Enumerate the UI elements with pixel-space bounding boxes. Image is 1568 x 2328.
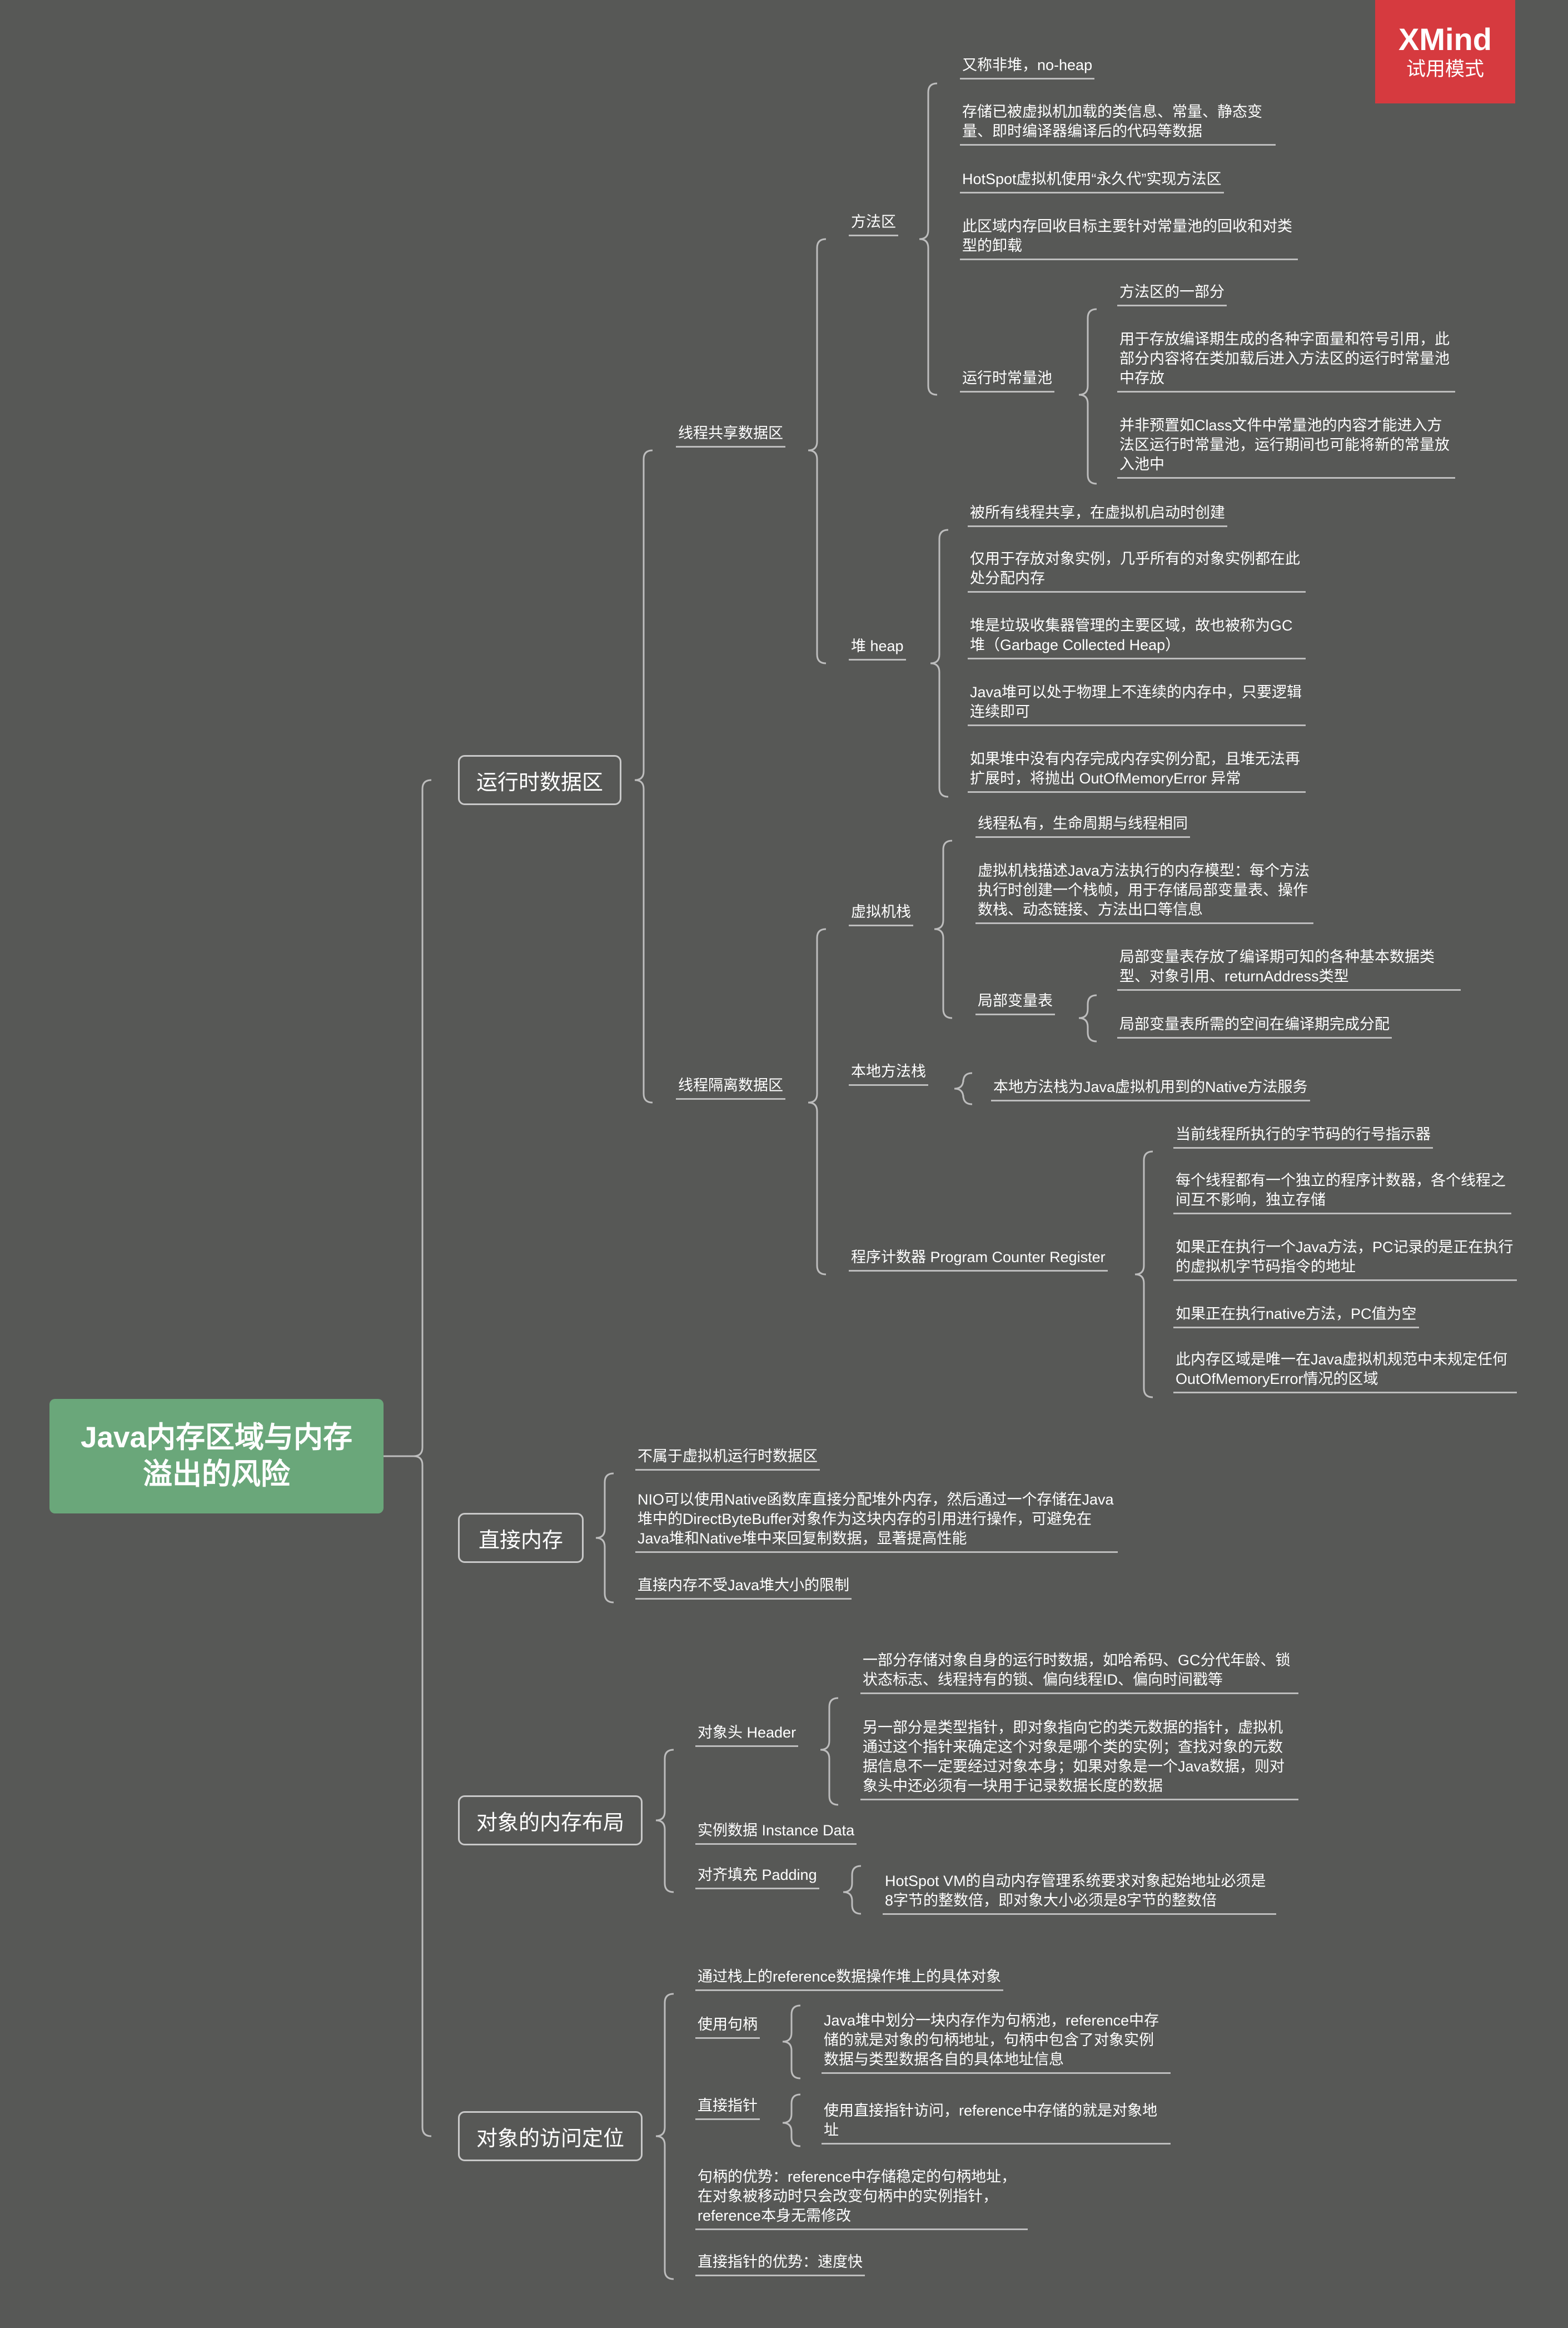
topic-handle[interactable]: 使用句柄	[695, 2015, 760, 2039]
topic-native-method-stack[interactable]: 本地方法栈	[849, 1062, 928, 1086]
bracket-connector	[820, 1697, 839, 1806]
leaf[interactable]: 局部变量表存放了编译期可知的各种基本数据类型、对象引用、returnAddres…	[1117, 947, 1461, 991]
xmind-logo: XMind	[1398, 22, 1492, 57]
leaf[interactable]: 当前线程所执行的字节码的行号指示器	[1173, 1125, 1433, 1149]
leaf[interactable]: NIO可以使用Native函数库直接分配堆外内存，然后通过一个存储在Java堆中…	[635, 1490, 1118, 1553]
leaf[interactable]: 此区域内存回收目标主要针对常量池的回收和对类型的卸载	[960, 217, 1298, 260]
leaf[interactable]: Java堆可以处于物理上不连续的内存中，只要逻辑连续即可	[968, 683, 1306, 726]
leaf[interactable]: 此内存区域是唯一在Java虚拟机规范中未规定任何OutOfMemoryError…	[1173, 1350, 1517, 1393]
topic-direct-memory[interactable]: 直接内存	[458, 1513, 584, 1563]
trial-mode-label: 试用模式	[1406, 58, 1484, 80]
bracket-connector	[655, 1993, 674, 2280]
bracket-connector	[413, 779, 432, 2137]
bracket-connector	[954, 1072, 973, 1105]
topic-padding[interactable]: 对齐填充 Padding	[695, 1865, 819, 1889]
leaf-access-intro[interactable]: 通过栈上的reference数据操作堆上的具体对象	[695, 1967, 1004, 1991]
leaf[interactable]: 仅用于存放对象实例，几乎所有的对象实例都在此处分配内存	[968, 549, 1306, 593]
topic-method-area[interactable]: 方法区	[849, 212, 898, 236]
leaf[interactable]: 另一部分是类型指针，即对象指向它的类元数据的指针，虚拟机通过这个指针来确定这个对…	[860, 1718, 1298, 1800]
bracket-connector	[808, 928, 827, 1275]
leaf[interactable]: 如果正在执行native方法，PC值为空	[1173, 1304, 1419, 1328]
leaf-handle-advantage[interactable]: 句柄的优势：reference中存储稳定的句柄地址，在对象被移动时只会改变句柄中…	[695, 2167, 1028, 2230]
bracket-connector	[808, 238, 827, 664]
leaf[interactable]: 方法区的一部分	[1117, 282, 1227, 306]
bracket-connector	[934, 840, 953, 1019]
topic-vm-stack[interactable]: 虚拟机栈	[849, 902, 913, 926]
topic-object-access[interactable]: 对象的访问定位	[458, 2111, 643, 2161]
bracket-connector	[930, 529, 949, 798]
bracket-connector	[655, 1749, 674, 1893]
leaf[interactable]: 用于存放编译期生成的各种字面量和符号引用，此部分内容将在类加载后进入方法区的运行…	[1117, 330, 1455, 393]
bracket-connector	[595, 1472, 614, 1604]
xmind-trial-badge: XMind 试用模式	[1375, 0, 1515, 103]
leaf[interactable]: 如果堆中没有内存完成内存实例分配，且堆无法再扩展时，将抛出 OutOfMemor…	[968, 749, 1306, 793]
leaf[interactable]: 并非预置如Class文件中常量池的内容才能进入方法区运行时常量池，运行期间也可能…	[1117, 416, 1455, 479]
topic-thread-shared[interactable]: 线程共享数据区	[676, 424, 785, 448]
bracket-connector	[634, 449, 653, 1104]
topic-program-counter[interactable]: 程序计数器 Program Counter Register	[849, 1248, 1108, 1272]
leaf[interactable]: HotSpot VM的自动内存管理系统要求对象起始地址必须是8字节的整数倍，即对…	[883, 1872, 1276, 1915]
bracket-connector	[782, 2004, 801, 2079]
bracket-connector	[919, 82, 938, 396]
topic-instance-data[interactable]: 实例数据 Instance Data	[695, 1821, 857, 1845]
leaf[interactable]: 虚拟机栈描述Java方法执行的内存模型：每个方法执行时创建一个栈帧，用于存储局部…	[975, 861, 1313, 924]
leaf[interactable]: 不属于虚拟机运行时数据区	[635, 1447, 820, 1471]
topic-object-memory-layout[interactable]: 对象的内存布局	[458, 1795, 643, 1845]
leaf[interactable]: 局部变量表所需的空间在编译期完成分配	[1117, 1015, 1392, 1039]
topic-object-header[interactable]: 对象头 Header	[695, 1723, 799, 1747]
leaf[interactable]: 被所有线程共享，在虚拟机启动时创建	[968, 503, 1227, 527]
leaf[interactable]: 线程私有，生命周期与线程相同	[975, 814, 1190, 838]
leaf[interactable]: 一部分存储对象自身的运行时数据，如哈希码、GC分代年龄、锁状态标志、线程持有的锁…	[860, 1651, 1298, 1694]
leaf[interactable]: 存储已被虚拟机加载的类信息、常量、静态变量、即时编译器编译后的代码等数据	[960, 102, 1276, 146]
bracket-connector	[843, 1865, 862, 1915]
bracket-connector	[1078, 994, 1097, 1043]
root-topic[interactable]: Java内存区域与内存溢出的风险	[49, 1399, 384, 1513]
leaf[interactable]: Java堆中划分一块内存作为句柄池，reference中存储的就是对象的句柄地址…	[822, 2011, 1171, 2074]
bracket-connector	[782, 2093, 801, 2147]
topic-thread-private[interactable]: 线程隔离数据区	[676, 1076, 785, 1100]
leaf[interactable]: 堆是垃圾收集器管理的主要区域，故也被称为GC堆（Garbage Collecte…	[968, 616, 1306, 659]
leaf[interactable]: 使用直接指针访问，reference中存储的就是对象地址	[822, 2101, 1171, 2145]
bracket-connector	[1134, 1150, 1153, 1398]
topic-local-variable-table[interactable]: 局部变量表	[975, 991, 1055, 1015]
leaf[interactable]: 又称非堆，no-heap	[960, 56, 1095, 80]
leaf-pointer-advantage[interactable]: 直接指针的优势：速度快	[695, 2252, 865, 2276]
leaf[interactable]: HotSpot虚拟机使用“永久代”实现方法区	[960, 170, 1224, 193]
bracket-connector	[1078, 308, 1097, 485]
leaf[interactable]: 直接内存不受Java堆大小的限制	[635, 1576, 852, 1600]
leaf[interactable]: 本地方法栈为Java虚拟机用到的Native方法服务	[991, 1078, 1310, 1101]
topic-direct-pointer[interactable]: 直接指针	[695, 2096, 760, 2120]
leaf[interactable]: 每个线程都有一个独立的程序计数器，各个线程之间互不影响，独立存储	[1173, 1171, 1511, 1214]
topic-runtime-data-area[interactable]: 运行时数据区	[458, 755, 621, 805]
topic-heap[interactable]: 堆 heap	[849, 637, 906, 661]
topic-runtime-constant-pool[interactable]: 运行时常量池	[960, 369, 1054, 393]
leaf[interactable]: 如果正在执行一个Java方法，PC记录的是正在执行的虚拟机字节码指令的地址	[1173, 1238, 1517, 1281]
